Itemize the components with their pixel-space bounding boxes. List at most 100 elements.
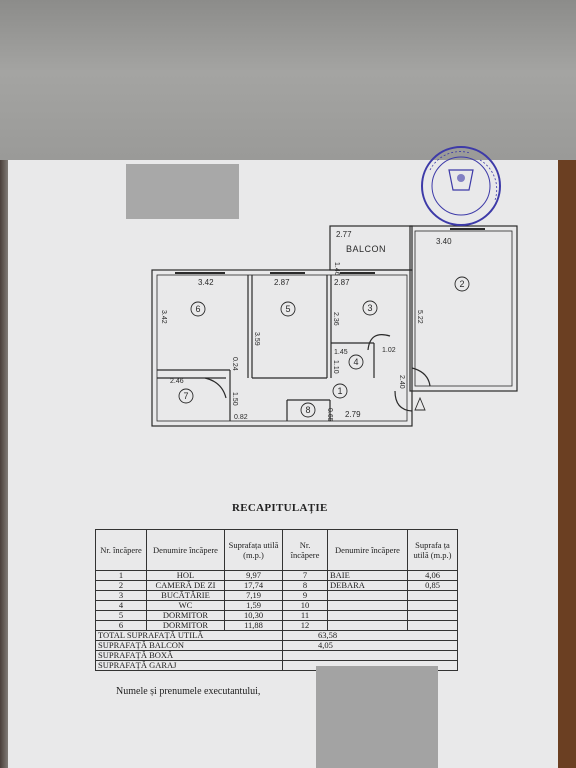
cell-name: WC bbox=[146, 600, 225, 611]
cell-area bbox=[407, 600, 458, 611]
header-nr-right: Nr. încăpere bbox=[282, 529, 328, 571]
cell-area bbox=[407, 620, 458, 631]
total-value: 4,05 bbox=[282, 640, 458, 651]
cell-name: DORMITOR bbox=[146, 620, 225, 631]
dim-room-4-b: 1.10 bbox=[332, 360, 339, 374]
cell-name: CAMERĂ DE ZI bbox=[146, 580, 225, 591]
table-header-row: Nr. încăpere Denumire încăpere Suprafața… bbox=[95, 529, 458, 571]
room-8-number: 8 bbox=[305, 405, 310, 415]
header-name-right: Denumire încăpere bbox=[327, 529, 408, 571]
cell-area: 7,19 bbox=[224, 590, 283, 601]
room-7-marker bbox=[178, 388, 194, 404]
cell-nr: 8 bbox=[282, 580, 328, 591]
room-2-number: 2 bbox=[459, 279, 464, 289]
background-right bbox=[555, 160, 576, 768]
header-nr: Nr. încăpere bbox=[95, 529, 147, 571]
cell-name: DORMITOR bbox=[146, 610, 225, 621]
header-name: Denumire încăpere bbox=[146, 529, 225, 571]
dim-room-4-a: 1.45 bbox=[334, 349, 348, 356]
header-area: Suprafața utilă (m.p.) bbox=[224, 529, 283, 571]
executant-name-line: Numele și prenumele executantului, bbox=[116, 686, 261, 697]
table-row: 3 BUCĂTĂRIE 7,19 9 bbox=[95, 590, 458, 601]
official-stamp-icon bbox=[421, 146, 501, 226]
redacted-area-bottom bbox=[316, 666, 438, 768]
total-label: TOTAL SUPRAFAȚĂ UTILĂ bbox=[95, 630, 283, 641]
cell-name: BAIE bbox=[327, 570, 408, 581]
cell-area: 1,59 bbox=[224, 600, 283, 611]
dim-room-5-width: 2.87 bbox=[274, 278, 290, 287]
cell-area: 10,30 bbox=[224, 610, 283, 621]
cell-name bbox=[327, 620, 408, 631]
cell-name: HOL bbox=[146, 570, 225, 581]
dim-hall-length: 2.79 bbox=[345, 410, 361, 419]
cell-nr: 12 bbox=[282, 620, 328, 631]
entrance-arrow-icon bbox=[414, 396, 426, 411]
room-5-marker bbox=[280, 301, 296, 317]
cell-area: 4,06 bbox=[407, 570, 458, 581]
room-1-number: 1 bbox=[337, 386, 342, 396]
dim-room-2-length: 5.22 bbox=[416, 310, 423, 324]
balcony-wall bbox=[329, 225, 413, 271]
door-arc-entry bbox=[394, 390, 413, 412]
cell-name: DEBARA bbox=[327, 580, 408, 591]
total-label: SUPRAFAȚĂ BOXĂ bbox=[95, 650, 283, 661]
total-row: SUPRAFAȚĂ BOXĂ bbox=[95, 650, 458, 661]
dim-room-3-length: 2.36 bbox=[332, 312, 339, 326]
plan-inner-wall bbox=[156, 274, 408, 422]
cell-nr: 3 bbox=[95, 590, 147, 601]
table-row: 4 WC 1,59 10 bbox=[95, 600, 458, 611]
total-label: SUPRAFAȚĂ GARAJ bbox=[95, 660, 283, 671]
room-5-number: 5 bbox=[285, 304, 290, 314]
table-row: 2 CAMERĂ DE ZI 17,74 8 DEBARA 0,85 bbox=[95, 580, 458, 591]
room-2-wall bbox=[409, 225, 518, 392]
dim-065: 0.65 bbox=[326, 408, 333, 422]
cell-nr: 5 bbox=[95, 610, 147, 621]
redacted-area-top bbox=[126, 164, 239, 219]
total-row: SUPRAFAȚĂ BALCON 4,05 bbox=[95, 640, 458, 651]
recap-title: RECAPITULAȚIE bbox=[232, 502, 328, 514]
dim-room-5-length: 3.59 bbox=[253, 332, 260, 346]
dim-room-2-width: 3.40 bbox=[436, 237, 452, 246]
cell-area bbox=[407, 590, 458, 601]
room-6-number: 6 bbox=[195, 304, 200, 314]
cell-nr: 9 bbox=[282, 590, 328, 601]
total-value bbox=[282, 650, 458, 661]
total-value: 63,58 bbox=[282, 630, 458, 641]
cell-name bbox=[327, 600, 408, 611]
cell-nr: 6 bbox=[95, 620, 147, 631]
cell-area: 11,88 bbox=[224, 620, 283, 631]
dim-room-3-width: 2.87 bbox=[334, 278, 350, 287]
dim-082: 0.82 bbox=[234, 414, 248, 421]
dim-240: 2.40 bbox=[398, 375, 405, 389]
cell-nr: 4 bbox=[95, 600, 147, 611]
cell-area: 17,74 bbox=[224, 580, 283, 591]
background-top bbox=[0, 0, 576, 160]
cell-nr: 7 bbox=[282, 570, 328, 581]
table-row: 1 HOL 9,97 7 BAIE 4,06 bbox=[95, 570, 458, 581]
dim-room-6-width: 3.42 bbox=[198, 278, 214, 287]
dim-024: 0.24 bbox=[231, 357, 238, 371]
room-8-marker bbox=[300, 402, 316, 418]
room-6-marker bbox=[190, 301, 206, 317]
plan-outer-wall bbox=[151, 269, 413, 427]
table-row: 5 DORMITOR 10,30 11 bbox=[95, 610, 458, 621]
dim-balcony-depth: 1.46 bbox=[333, 262, 340, 276]
background-left bbox=[0, 160, 10, 768]
dim-102: 1.02 bbox=[382, 347, 396, 354]
recap-table: Nr. încăpere Denumire încăpere Suprafața… bbox=[95, 529, 458, 671]
cell-name: BUCĂTĂRIE bbox=[146, 590, 225, 601]
dim-150: 1.50 bbox=[231, 392, 238, 406]
cell-area: 0,85 bbox=[407, 580, 458, 591]
cell-name bbox=[327, 610, 408, 621]
cell-area: 9,97 bbox=[224, 570, 283, 581]
cell-area bbox=[407, 610, 458, 621]
cell-nr: 1 bbox=[95, 570, 147, 581]
table-row: 6 DORMITOR 11,88 12 bbox=[95, 620, 458, 631]
door-arc-bath bbox=[204, 377, 227, 399]
room-3-marker bbox=[362, 300, 378, 316]
total-label: SUPRAFAȚĂ BALCON bbox=[95, 640, 283, 651]
room-2-marker bbox=[454, 276, 470, 292]
dim-balcony-width: 2.77 bbox=[336, 230, 352, 239]
room-4-marker bbox=[348, 354, 364, 370]
